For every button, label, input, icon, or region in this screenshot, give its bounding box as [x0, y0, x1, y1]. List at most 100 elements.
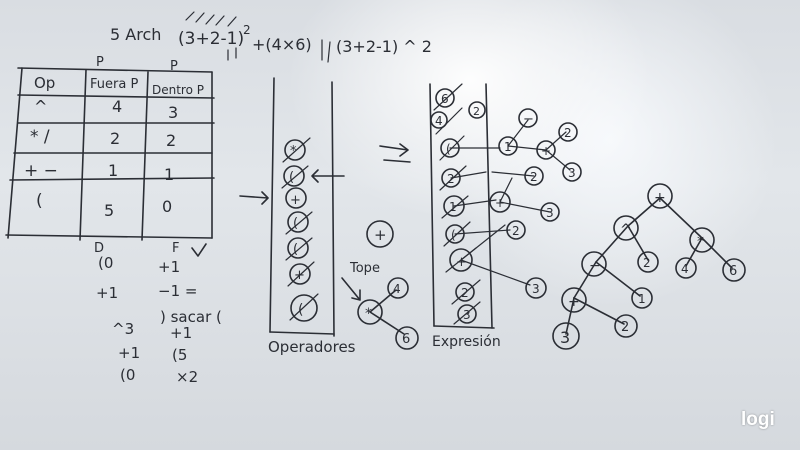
table-top-p2: P: [170, 59, 178, 74]
expr-item: 2: [473, 105, 480, 118]
stack-item: (: [285, 237, 313, 261]
table-cell: 1: [164, 165, 174, 184]
heading-exponent: 2: [243, 23, 251, 37]
table-grid: [5, 67, 215, 241]
final-tree-leaf: 2: [621, 320, 629, 335]
table-cell: + −: [24, 161, 58, 181]
note-d: (0: [120, 366, 135, 384]
expr-item: +: [456, 255, 467, 270]
heading-item: 5 Arch: [110, 25, 161, 44]
expr-item: 6: [441, 92, 449, 106]
operators-stack: * ( + ( ( + (: [281, 137, 319, 322]
mid-tree-node: +: [541, 144, 551, 158]
expr-item: 4: [435, 114, 443, 128]
table-cell: 2: [110, 129, 120, 148]
final-tree-leaf: 1: [638, 292, 646, 306]
final-tree-leaf: 4: [681, 262, 689, 276]
note-d: +1: [118, 344, 140, 362]
label-expresion: Expresión: [432, 334, 501, 350]
mid-tree-node: 1: [504, 140, 512, 154]
mid-tree: − 1 + 2 3 2 + 3 2 3: [489, 108, 582, 299]
table-header-dentro: Dentro P: [152, 83, 204, 97]
heading-alt: (3+2-1) ^ 2: [336, 37, 432, 56]
logi-logo: logi: [741, 409, 775, 430]
table-cell: 1: [108, 161, 118, 180]
arrows: [239, 143, 411, 205]
table-cell: 3: [168, 103, 178, 122]
mid-tree-node: 2: [530, 170, 538, 184]
final-tree-node: +: [568, 294, 580, 310]
mid-tree-node: +: [495, 196, 505, 210]
table-cell: ^: [34, 97, 47, 116]
stack-item: *: [282, 137, 311, 163]
checkmark: [191, 243, 207, 257]
final-tree-node: ^: [620, 222, 632, 238]
final-tree-leaf: 3: [560, 328, 570, 347]
heading-expr-left: (3+2-1): [178, 29, 244, 49]
mid-tree-node: −: [523, 112, 534, 127]
expression-stack-frame: [429, 83, 495, 329]
note-d: +1: [96, 284, 118, 302]
stack-item-label: +: [290, 193, 301, 208]
table-cell: 0: [162, 197, 172, 216]
final-tree-leaf: 2: [643, 256, 651, 270]
label-tope: Tope: [349, 261, 380, 276]
expr-item: 2: [447, 172, 455, 186]
expr-item: 3: [463, 308, 471, 322]
note-f: (5: [172, 346, 187, 364]
heading-expr-right: +(4×6): [252, 35, 312, 54]
tope-left: 4: [393, 282, 401, 296]
note-d: (0: [98, 254, 113, 272]
note-d: ^3: [112, 320, 134, 338]
tope-root: *: [365, 306, 372, 322]
expr-item: (: [451, 228, 456, 242]
stack-item-label: *: [290, 144, 297, 159]
notes-f: F: [172, 241, 179, 256]
note-f: +1: [158, 258, 180, 276]
stack-item: +: [287, 261, 315, 287]
table-cell: 2: [166, 131, 176, 150]
floating-operator: +: [374, 226, 387, 244]
table-top-p1: P: [96, 55, 104, 70]
expr-item: 1: [449, 200, 457, 214]
table-cell: * /: [30, 127, 50, 147]
final-tree-leaf: 6: [729, 264, 737, 279]
floating-operator-circle: [366, 220, 394, 248]
operators-stack-frame: [269, 77, 335, 337]
stack-item: (: [289, 293, 319, 322]
tope-arrow: [341, 277, 361, 301]
label-operadores: Operadores: [268, 338, 356, 356]
final-tree-node: −: [589, 258, 601, 274]
stack-item: (: [285, 211, 313, 235]
note-f: −1 =: [158, 282, 197, 300]
tope-right: 6: [402, 332, 410, 347]
note-f: +1: [170, 324, 192, 342]
table-cell: 5: [104, 201, 114, 220]
stack-item: (: [281, 165, 309, 189]
expr-item: (: [446, 142, 451, 156]
tope-tree: * 4 6: [357, 277, 419, 350]
table-header-op: Op: [34, 74, 55, 92]
table-cell: 4: [112, 97, 122, 116]
table-cell: (: [36, 191, 43, 211]
note-f: ×2: [176, 368, 198, 386]
stack-item: +: [285, 187, 307, 209]
notes-d: D: [94, 241, 104, 256]
table-header-fuera: Fuera P: [90, 77, 138, 92]
final-tree-root: +: [654, 190, 666, 206]
stack-item-label: (: [293, 216, 298, 231]
mid-tree-node: 3: [532, 282, 540, 296]
heading-scribbles: [185, 11, 331, 63]
mid-tree-node: 2: [512, 224, 520, 238]
mid-tree-node: 3: [546, 206, 554, 220]
expression-stack: 6 4 ( 2 1 ( + 2 3 2: [430, 83, 531, 325]
final-tree: + ^ * 4 6 − 2 + 1 3 2: [552, 183, 746, 350]
final-tree-node: *: [697, 234, 704, 250]
mid-tree-node: 3: [568, 166, 576, 180]
stack-item-label: (: [293, 242, 298, 257]
stack-item-label: (: [289, 170, 294, 185]
note-f: ) sacar (: [160, 308, 222, 326]
mid-tree-node: 2: [564, 126, 572, 140]
